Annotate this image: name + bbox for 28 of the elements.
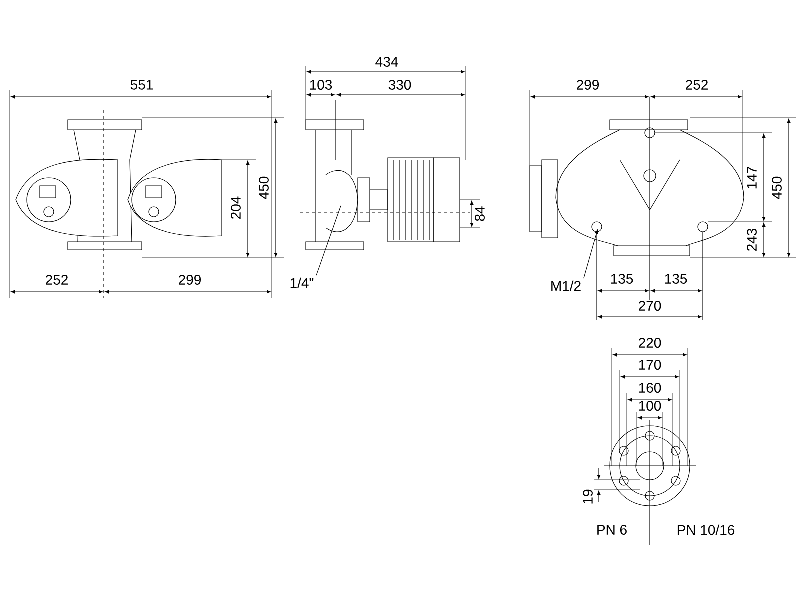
dimension-label: 243 (747, 228, 757, 251)
dimension-label: 170 (639, 360, 662, 370)
pressure-label: PN 10/16 (678, 524, 735, 536)
dimension-label: 270 (639, 301, 662, 311)
dimension-label: 103 (310, 80, 332, 90)
dimension-label: 220 (639, 338, 662, 348)
dimension-label: 450 (259, 176, 269, 200)
leader-text: M1/2 (552, 280, 581, 292)
leader-line (316, 206, 342, 276)
dimension-label: 160 (639, 383, 662, 393)
dimension-label: 19 (583, 490, 593, 504)
dimension-label: 450 (772, 176, 782, 200)
dimension-label: 100 (639, 401, 662, 411)
dimension-label: 299 (577, 80, 600, 90)
pressure-label: PN 6 (598, 525, 627, 535)
dimension-label: 330 (388, 80, 412, 90)
dimension-label: 551 (130, 80, 153, 90)
dimension-label: 135 (611, 274, 634, 284)
leader-text: 1/4" (290, 278, 314, 288)
dimension-label: 252 (46, 275, 68, 285)
leader-line (584, 230, 598, 279)
dimension-label: 252 (686, 80, 708, 90)
dimension-label: 299 (179, 275, 202, 285)
dimension-label: 147 (747, 167, 757, 189)
dimension-label: 135 (665, 274, 688, 284)
dimension-label: 434 (376, 57, 398, 67)
dimension-label: 204 (231, 196, 241, 219)
dimension-label: 84 (475, 206, 485, 222)
